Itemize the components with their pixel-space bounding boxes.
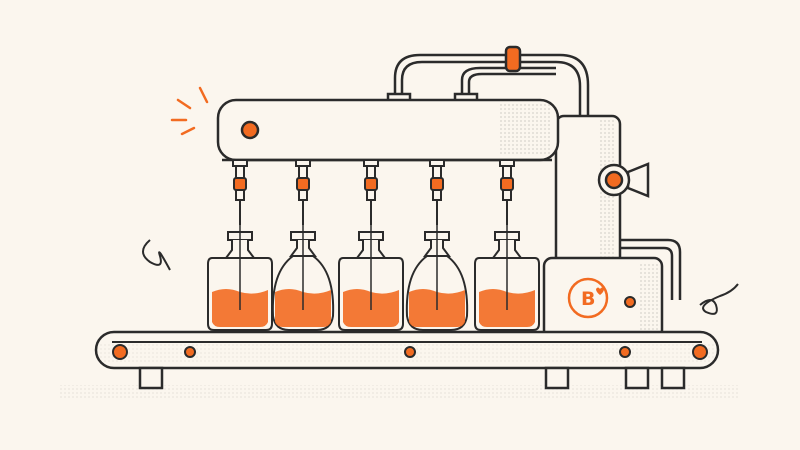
tower-pipe xyxy=(620,238,682,300)
nozzle xyxy=(499,159,515,225)
bottle xyxy=(271,225,335,331)
head-indicator-icon xyxy=(240,120,260,140)
sparkle-lines xyxy=(170,86,209,136)
bottle xyxy=(338,225,404,331)
nozzle xyxy=(232,159,248,225)
hose-valve xyxy=(504,45,522,73)
crank-handle xyxy=(626,162,650,198)
filling-head-shading xyxy=(500,104,552,156)
roller-icon xyxy=(619,346,631,358)
control-button-icon xyxy=(624,296,636,308)
heart-icon xyxy=(596,287,604,295)
brand-logo-letter: B xyxy=(581,288,595,310)
ground-shadow xyxy=(60,385,740,399)
bottle-row xyxy=(207,225,540,331)
nozzle xyxy=(429,159,445,225)
squiggle-left xyxy=(142,239,171,271)
nozzle xyxy=(363,159,379,225)
control-box-shading xyxy=(640,262,658,334)
hoses xyxy=(393,53,590,118)
roller-icon xyxy=(692,344,708,360)
bottle xyxy=(474,225,540,331)
roller-icon xyxy=(112,344,128,360)
squiggle-right xyxy=(699,283,739,315)
bottle xyxy=(405,225,469,331)
roller-icon xyxy=(184,346,196,358)
nozzle xyxy=(295,159,311,225)
conveyor-rollers xyxy=(112,344,708,360)
roller-icon xyxy=(404,346,416,358)
conveyor-legs xyxy=(138,366,686,390)
crank-center-icon xyxy=(604,170,624,190)
nozzle-row xyxy=(232,159,515,225)
bottle xyxy=(207,225,273,331)
